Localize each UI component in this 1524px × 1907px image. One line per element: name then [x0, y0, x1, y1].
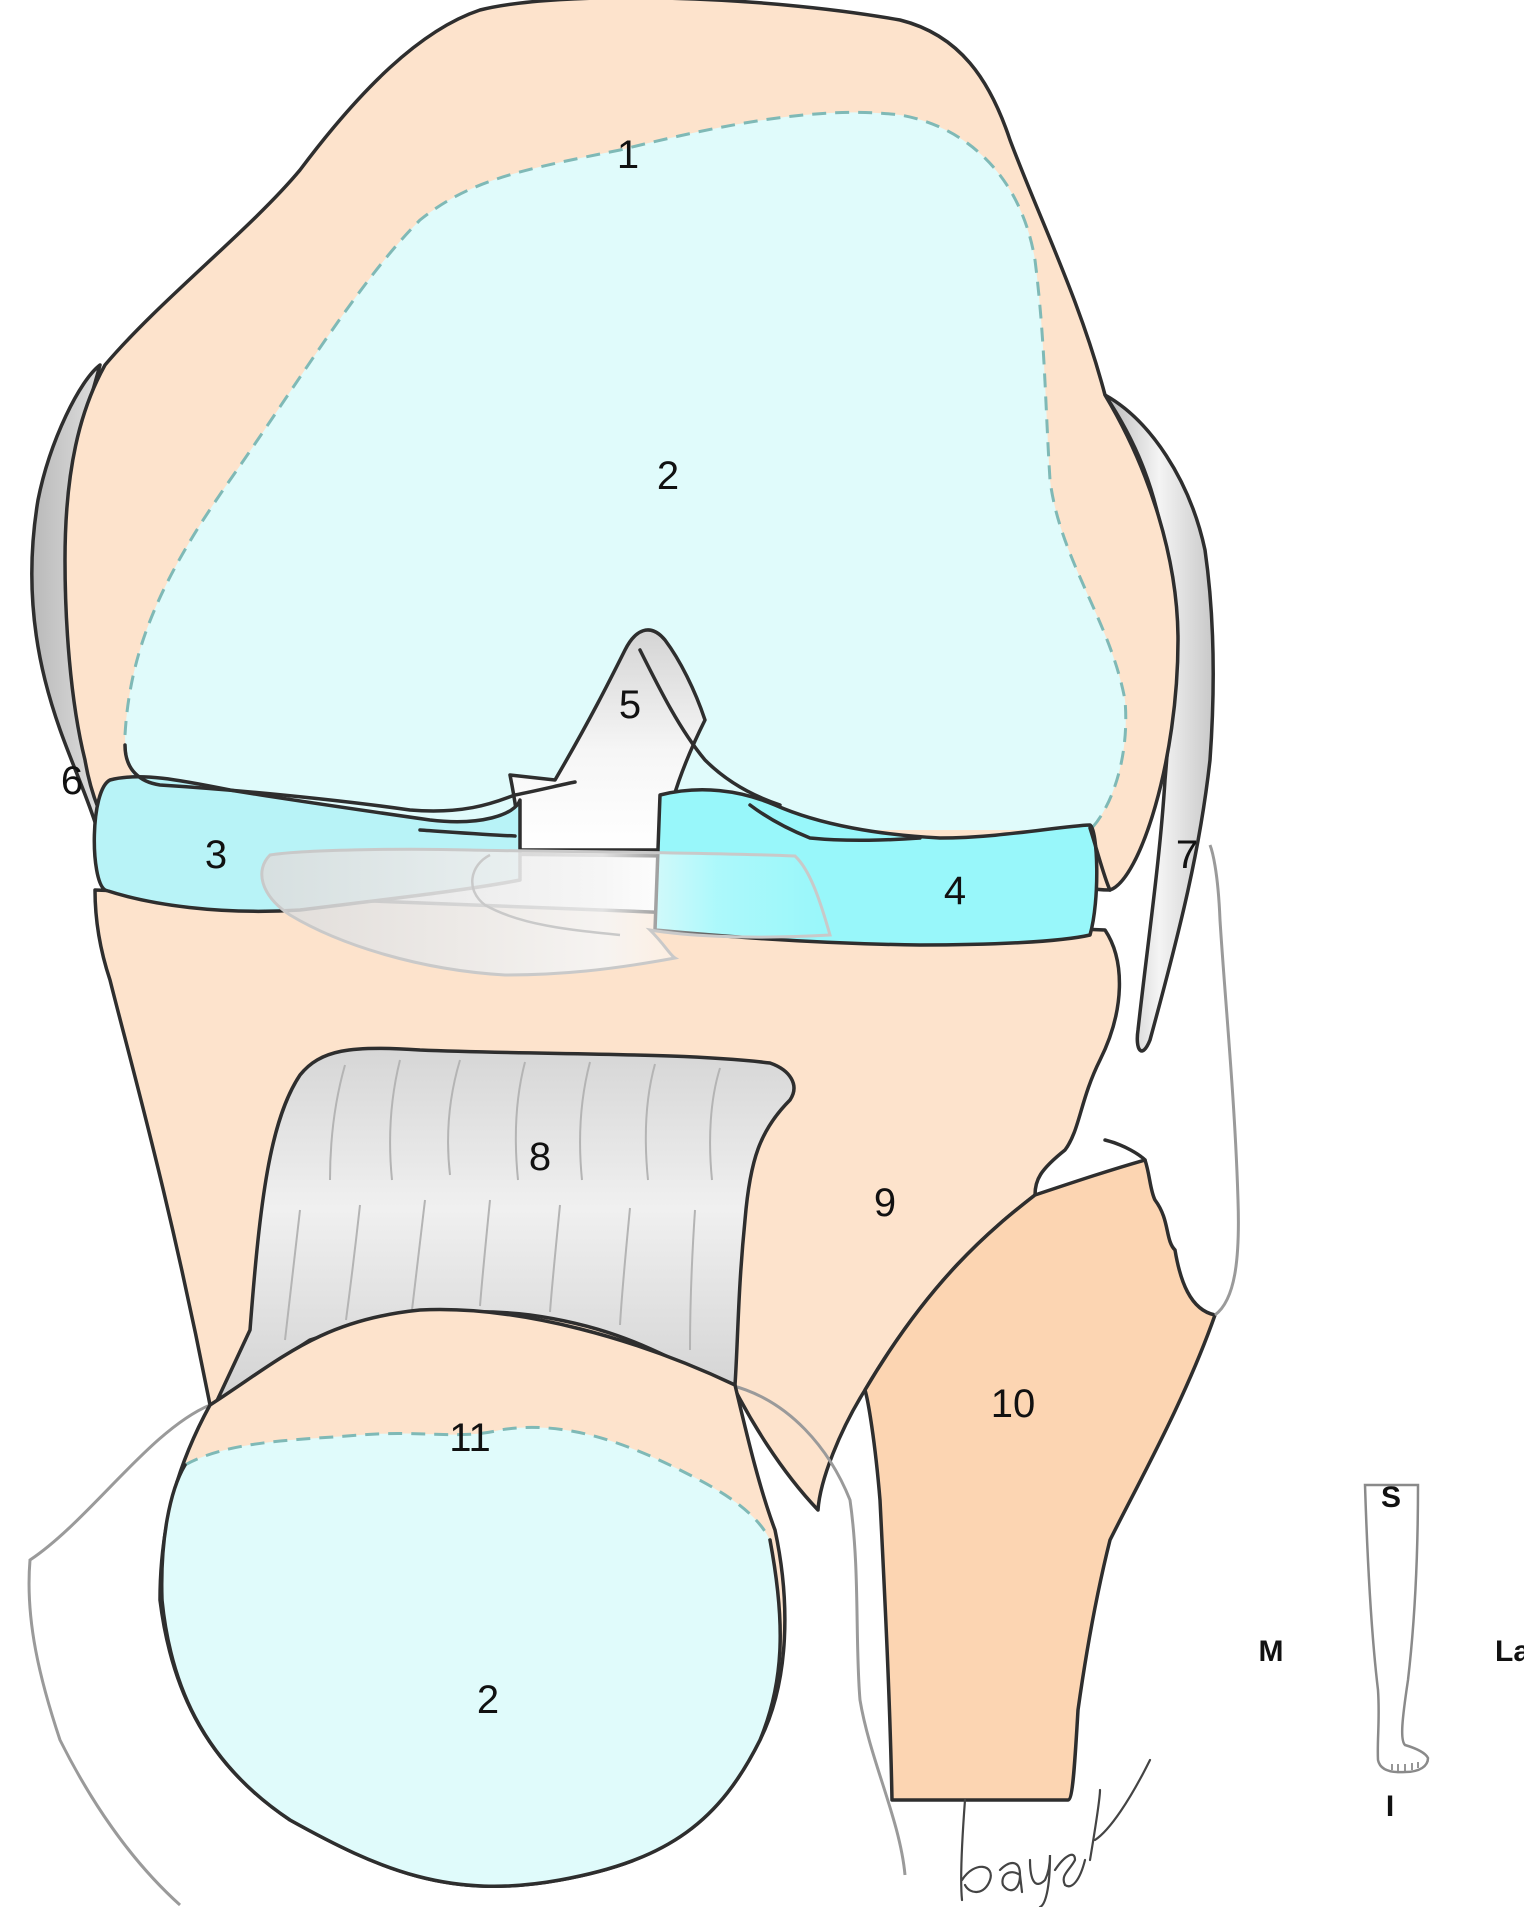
label-medial-collateral: 6 — [61, 759, 83, 803]
label-cruciate-ligament: 5 — [619, 683, 641, 727]
label-tibia-region: 9 — [874, 1181, 896, 1225]
lower-cartilage — [162, 1427, 780, 1886]
label-lower-bone-cortex: 11 — [449, 1416, 491, 1460]
label-femur-cartilage: 2 — [657, 454, 679, 498]
label-lateral-collateral: 7 — [1176, 833, 1198, 877]
orientation-leg-icon — [1365, 1485, 1428, 1772]
label-medial-meniscus: 3 — [205, 833, 227, 877]
label-fibula: 10 — [991, 1382, 1036, 1426]
orientation-superior: S — [1381, 1481, 1401, 1514]
orientation-medial: M — [1259, 1635, 1284, 1668]
fibula-notch — [1105, 1140, 1145, 1160]
label-femur-cortex: 1 — [617, 133, 639, 177]
label-lower-cartilage: 2 — [477, 1678, 499, 1722]
orientation-lateral: La — [1495, 1635, 1524, 1668]
label-lateral-meniscus: 4 — [944, 869, 966, 913]
fibula-head-outline — [1210, 845, 1238, 1315]
orientation-inferior: I — [1386, 1790, 1394, 1823]
label-ligament-8: 8 — [529, 1135, 551, 1179]
